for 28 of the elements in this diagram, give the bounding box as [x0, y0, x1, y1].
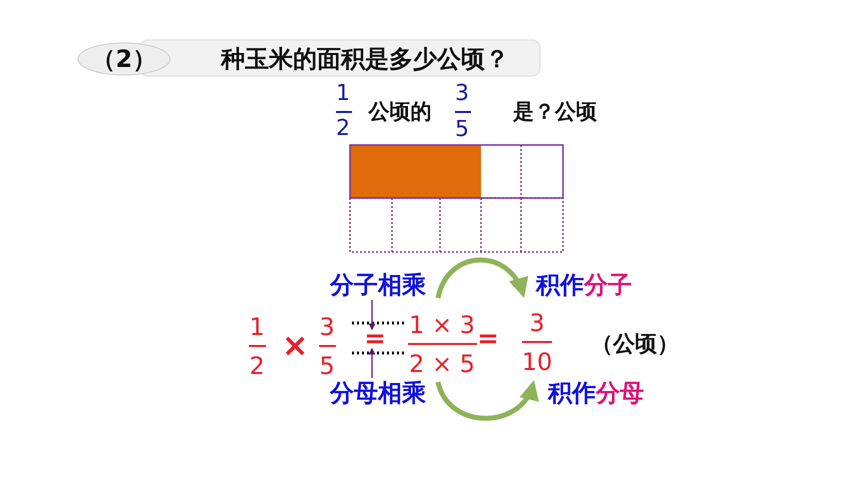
math-text: 2 — [336, 118, 350, 140]
math-text: 3 — [319, 315, 335, 339]
annotation-text: 分母相乘 — [318, 378, 438, 408]
arrow — [368, 348, 376, 378]
math-text: × — [282, 329, 308, 361]
math-text: 1 × 3 — [409, 313, 475, 337]
math-text: 是？公顷 — [513, 102, 597, 122]
math-text: 5 — [455, 119, 469, 141]
math-text: 10 — [522, 350, 552, 374]
math-text: 2 × 5 — [409, 352, 475, 376]
math-text: 3 — [529, 311, 545, 335]
annotation-text: 积作分子 — [525, 270, 643, 300]
annotation-text: 分子相乘 — [318, 270, 438, 300]
arrow — [368, 300, 376, 330]
math-text: 1 — [336, 83, 350, 105]
math-text: 5 — [319, 354, 335, 378]
equals-sign: = — [364, 329, 386, 349]
math-text: = — [477, 326, 499, 352]
curved-arrow — [436, 258, 526, 299]
question-number: （2） — [92, 47, 156, 71]
math-text: （公顷） — [591, 334, 679, 356]
math-text: 1 — [249, 315, 265, 339]
math-text: 3 — [455, 83, 469, 105]
annotation-text: 积作分母 — [537, 378, 655, 408]
curved-arrow — [436, 380, 537, 421]
math-text: 2 — [249, 354, 265, 378]
question-title: 种玉米的面积是多少公顷？ — [221, 47, 509, 71]
math-text: 公顷的 — [368, 102, 432, 122]
